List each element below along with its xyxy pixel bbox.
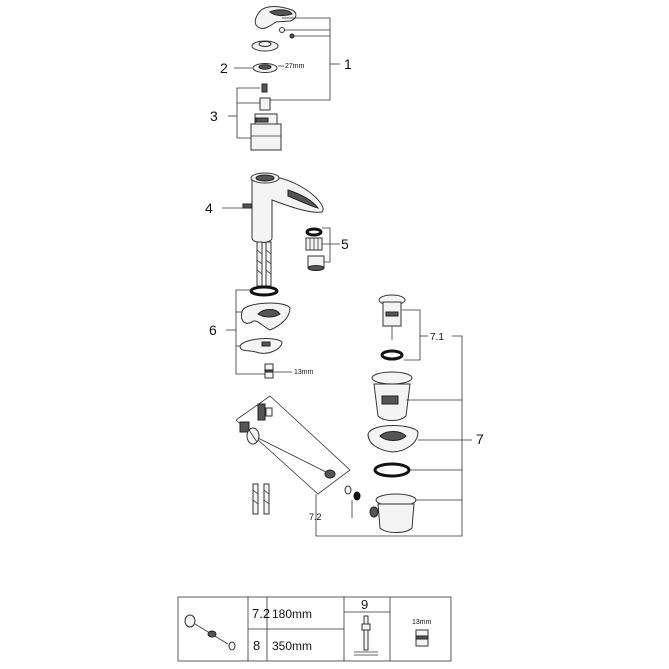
mounting-plate <box>239 338 283 354</box>
cartridge-adapter <box>259 97 271 111</box>
drain-hose <box>252 483 270 515</box>
table-row1-length: 180mm <box>272 607 312 621</box>
screw-cap <box>279 27 285 33</box>
callout-1: 1 <box>344 56 352 72</box>
table-row1-num: 7.2 <box>252 606 270 621</box>
mounting-nut <box>264 363 274 379</box>
dim-13mm: 13mm <box>294 369 314 376</box>
callout-7-1-lines <box>402 309 428 361</box>
callout-5: 5 <box>341 236 349 252</box>
aerator-housing <box>307 255 325 271</box>
callout-7-2-lines <box>315 494 463 537</box>
callout-7-right-line <box>452 335 463 520</box>
table-row2-length: 350mm <box>272 639 312 653</box>
callout-3: 3 <box>210 108 218 124</box>
lever-handle <box>254 6 297 29</box>
cover-ring-inner <box>258 41 272 47</box>
stopper-ring <box>380 349 404 361</box>
callout-1-lines <box>270 17 340 101</box>
pivot-rod-bracket-lines <box>235 395 351 495</box>
pivot-rod <box>257 437 327 473</box>
table-row2-num: 8 <box>253 638 260 653</box>
rod-seal <box>344 485 352 495</box>
callout-6: 6 <box>209 322 217 338</box>
mounting-gasket <box>241 302 291 331</box>
table-wrench-icon <box>354 615 378 656</box>
callout-2: 2 <box>220 60 228 76</box>
table-nut-icon <box>415 629 429 647</box>
table-tool-num: 9 <box>361 597 368 612</box>
callout-4: 4 <box>205 200 213 216</box>
callout-7-2: 7.2 <box>309 512 322 522</box>
pivot-ball <box>246 427 260 445</box>
table-rod-icon <box>184 614 236 651</box>
callout-7-1: 7.1 <box>430 332 444 343</box>
callout-6-lines <box>226 289 265 375</box>
rod-seal-black <box>353 491 361 501</box>
popup-stopper <box>378 294 406 340</box>
callout-7: 7 <box>476 431 484 447</box>
rod-nut <box>239 421 250 433</box>
faucet-body <box>242 172 324 243</box>
rod-clamp <box>257 403 266 421</box>
legend-table <box>177 596 452 662</box>
cartridge-nut-inner <box>258 64 272 70</box>
dim-27mm: 27mm <box>285 63 305 70</box>
table-nut-size: 13mm <box>412 619 432 626</box>
cartridge <box>250 113 282 151</box>
aerator-insert <box>305 237 323 251</box>
rod-end <box>324 469 336 479</box>
waste-tailpiece <box>369 493 417 533</box>
aerator-ring <box>305 227 323 237</box>
callout-7-lines <box>406 399 472 501</box>
waste-body <box>371 371 413 421</box>
base-o-ring <box>249 285 279 297</box>
waste-o-ring <box>373 462 411 478</box>
small-screw <box>261 83 268 93</box>
callout-5-lines <box>322 227 340 263</box>
flex-hoses <box>256 241 272 287</box>
clamp-screw <box>265 407 273 417</box>
callout-3-lines <box>228 87 260 139</box>
set-screw <box>289 33 295 39</box>
waste-gasket <box>367 425 419 453</box>
